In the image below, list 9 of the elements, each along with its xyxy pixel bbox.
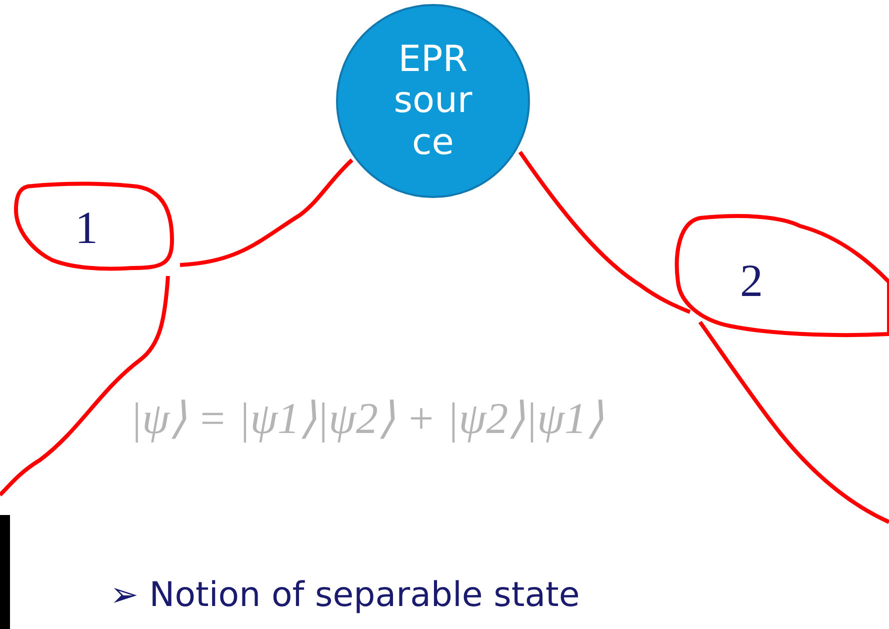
bullet-text: ➢ Notion of separable state	[110, 575, 580, 615]
particle-path	[698, 320, 889, 524]
state-equation: |ψ⟩ = |ψ1⟩|ψ2⟩ + |ψ2⟩|ψ1⟩	[130, 393, 604, 444]
particle-number: 1	[75, 205, 98, 251]
node-label: EPR source	[392, 38, 474, 164]
particle-path	[180, 158, 354, 267]
particle-path	[0, 276, 170, 496]
particle-path	[518, 150, 691, 314]
particle-number: 2	[740, 258, 763, 304]
